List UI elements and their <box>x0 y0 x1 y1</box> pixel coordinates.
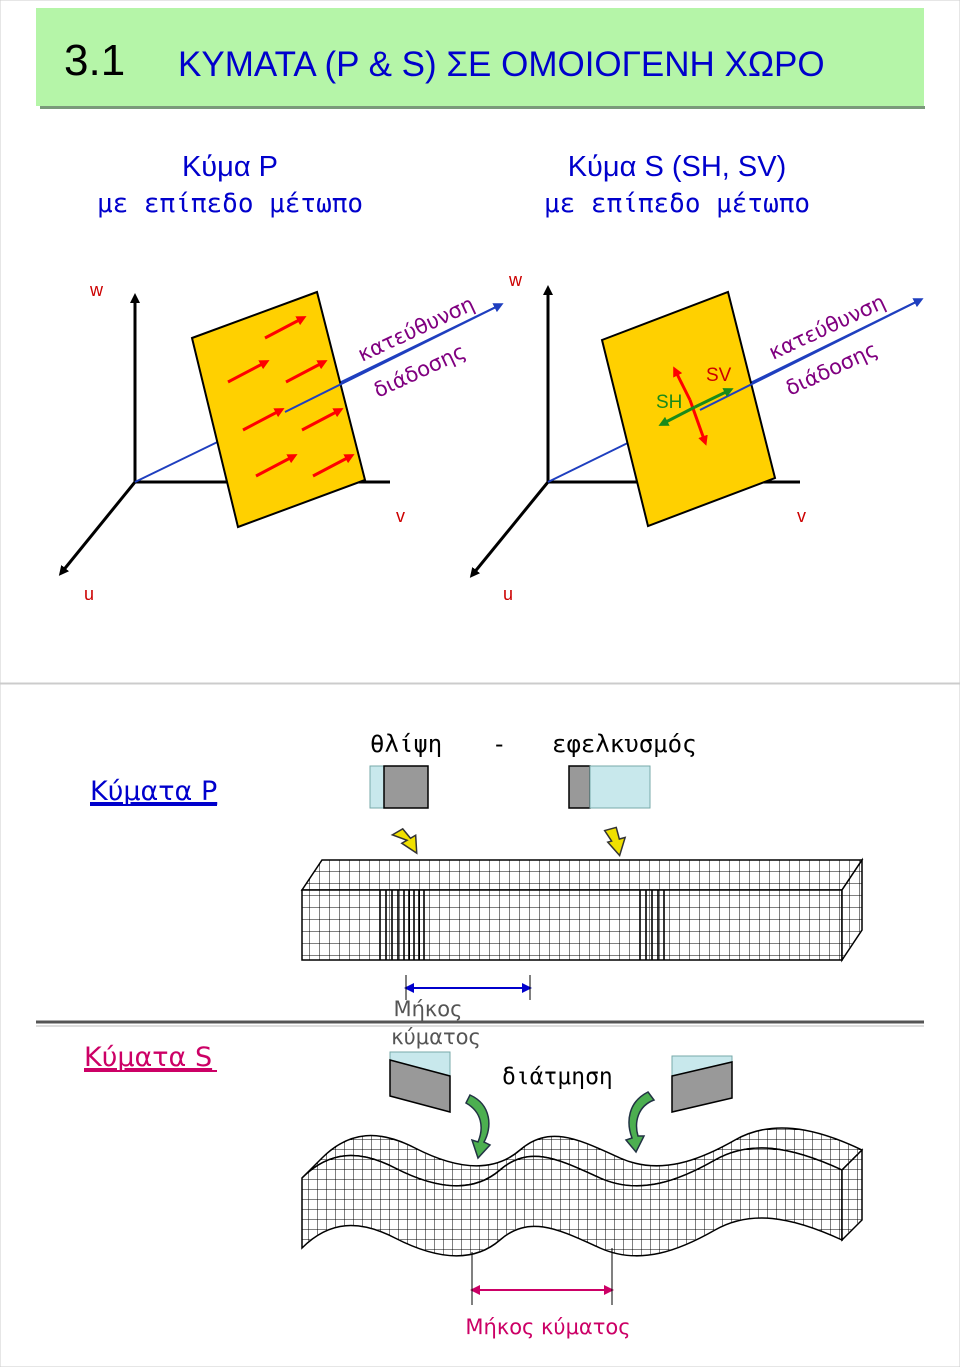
wavelength-label-bottom: Μήκος κύματος <box>465 1315 630 1339</box>
red-arrow <box>312 454 355 478</box>
red-arrow <box>242 408 285 432</box>
axis-label-v-left: v <box>396 506 405 526</box>
pointer-arrow-icon <box>603 826 627 858</box>
pointer-arrow-icon <box>390 827 418 855</box>
sh-arrow-right <box>694 388 734 409</box>
p-wave-heading-1: Κύμα P <box>182 151 278 183</box>
compression-ghost <box>369 765 385 809</box>
red-arrow <box>255 454 298 478</box>
extension-label: εφελκυσμός <box>552 730 697 758</box>
sh-label: SH <box>656 392 682 413</box>
compression-zone-lines <box>379 890 665 960</box>
curved-arrow-icon <box>465 1094 492 1160</box>
p-waves-title: Κύματα P <box>90 776 217 807</box>
s-block-side <box>841 1148 863 1242</box>
shear-cube-icon-left <box>389 1059 451 1113</box>
header-banner <box>36 8 924 106</box>
axis-u-left <box>58 481 137 576</box>
header-shadow <box>40 106 925 109</box>
propagation-arrow-right <box>699 298 924 411</box>
sh-arrow-left <box>658 405 696 426</box>
slide-title: ΚΥΜΑΤΑ (P & S) ΣΕ ΟΜΟΙΟΓΕΝΗ ΧΩΡΟ <box>178 45 825 84</box>
wavelength-label-top-1: Μήκος <box>394 997 463 1021</box>
p-wave-heading-2: με επίπεδο μέτωπο <box>97 189 363 219</box>
compression-label: θλίψη <box>370 730 442 758</box>
sv-arrow-up <box>673 366 692 401</box>
sv-label: SV <box>706 365 732 386</box>
dash-separator: - <box>492 730 506 758</box>
slide-number: 3.1 <box>64 36 125 85</box>
s-wave-block <box>301 1127 864 1257</box>
propagation-arrow-left <box>284 303 504 413</box>
red-arrow <box>227 360 270 384</box>
p-block-top <box>300 859 864 891</box>
red-arrow <box>301 408 344 432</box>
particle-motion-arrows <box>227 316 355 478</box>
compression-cube-icon <box>383 765 429 809</box>
shear-label: διάτμηση <box>502 1064 613 1090</box>
extension-ghost <box>589 765 651 809</box>
red-arrow <box>285 360 328 384</box>
p-block-front <box>301 889 843 961</box>
s-wave-heading-1: Κύμα S (SH, SV) <box>568 151 787 183</box>
shear-cube-icon-right <box>671 1061 733 1113</box>
red-arrow <box>264 316 307 340</box>
s-waves-title: Κύματα S <box>84 1042 212 1073</box>
axis-label-w-right: w <box>508 270 523 290</box>
axis-u-right <box>469 481 550 578</box>
axis-label-u-left: u <box>84 584 94 604</box>
axis-label-w-left: w <box>89 280 104 300</box>
p-block-side <box>841 857 863 963</box>
axis-label-u-right: u <box>503 584 513 604</box>
s-wave-heading-2: με επίπεδο μέτωπο <box>544 189 810 219</box>
axis-label-v-right: v <box>797 506 806 526</box>
slide-2: Κύματα P θλίψη - εφελκυσμός <box>0 683 960 1367</box>
curved-arrow-icon <box>624 1091 656 1154</box>
p-wave-block <box>300 857 864 963</box>
extension-cube-icon <box>568 765 591 809</box>
slide-1: 3.1 ΚΥΜΑΤΑ (P & S) ΣΕ ΟΜΟΙΟΓΕΝΗ ΧΩΡΟ Κύμ… <box>0 0 960 684</box>
wavelength-label-top-2: κύματος <box>391 1025 481 1049</box>
